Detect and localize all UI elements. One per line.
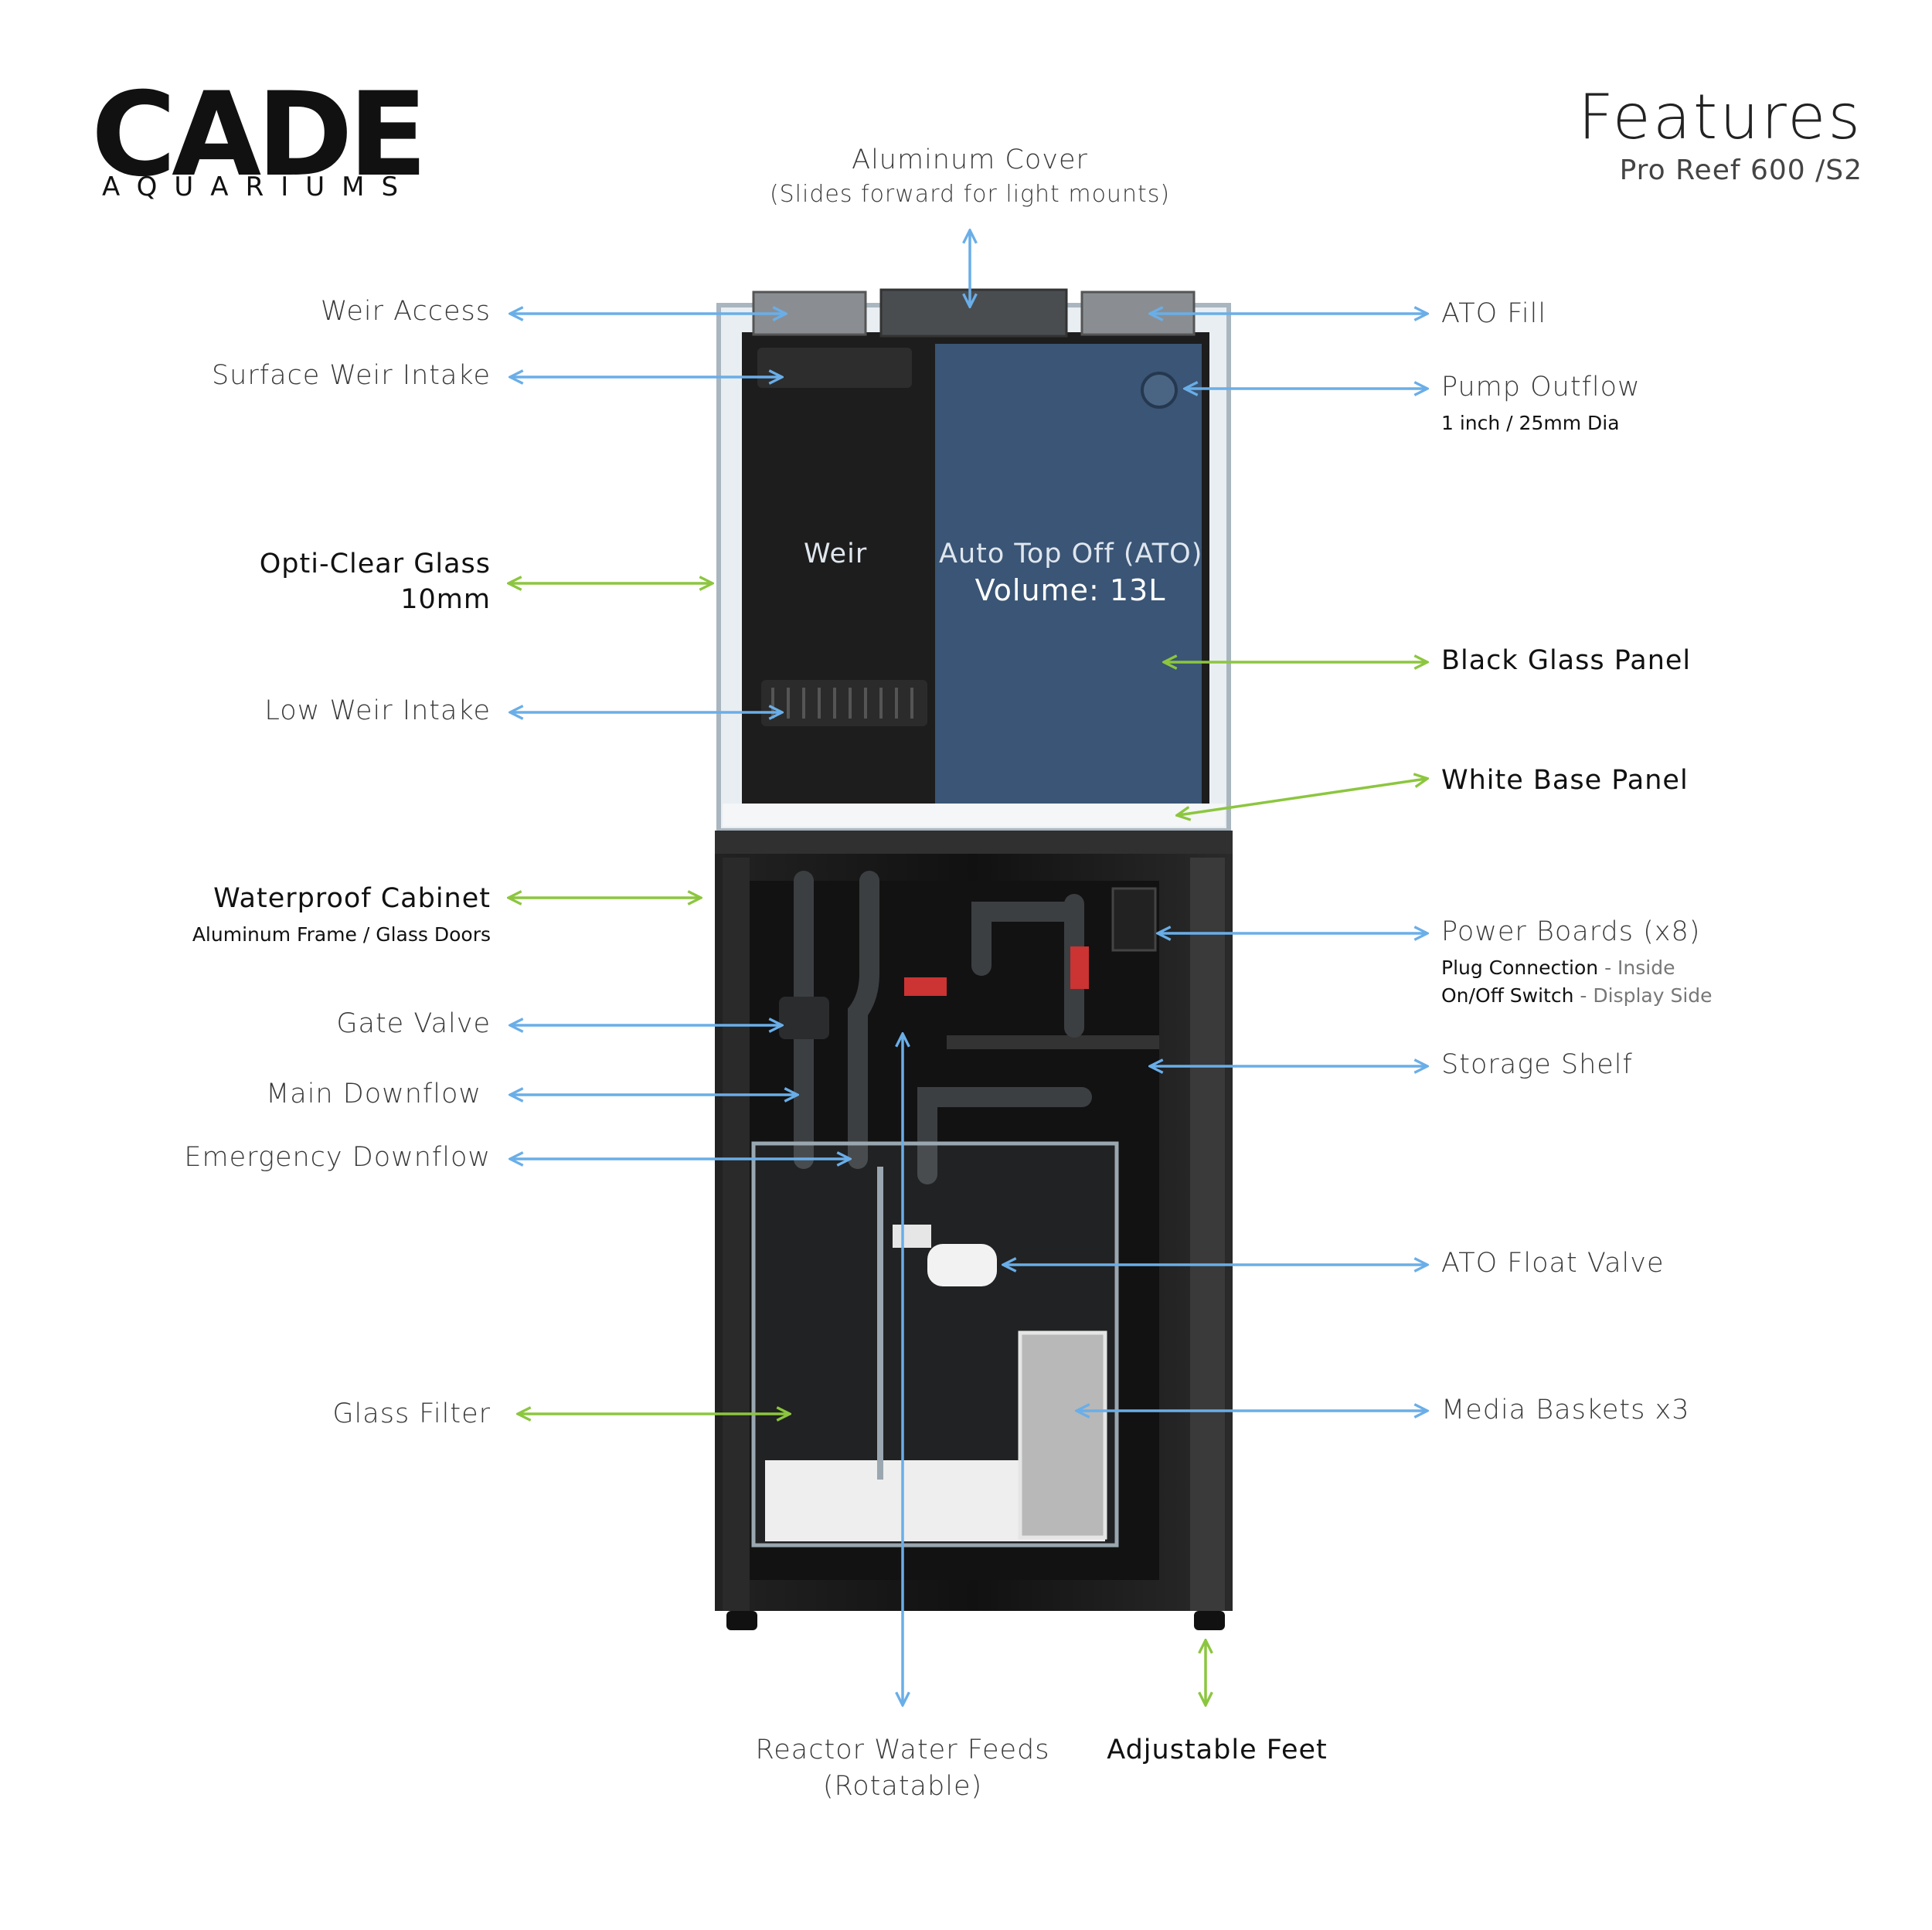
pump-outflow-label: Pump Outflow [1441,372,1641,403]
ato-chamber [935,344,1202,807]
low-weir-intake-label: Low Weir Intake [264,695,491,726]
emergency-downflow-label: Emergency Downflow [184,1142,491,1173]
page-title: Features [1578,81,1862,153]
waterproof-cabinet-label: Waterproof Cabinet [213,883,491,914]
reactor-water-feeds-note: (Rotatable) [822,1771,983,1802]
aluminum-cover-note: (Slides forward for light mounts) [769,181,1171,208]
power-boards-plug-note: Plug Connection - Inside [1441,957,1675,979]
storage-shelf-label: Storage Shelf [1441,1049,1633,1080]
aluminum-cover-label: Aluminum Cover [852,144,1088,175]
foot-right [1194,1611,1225,1630]
foot-left [726,1611,757,1630]
opti-clear-glass-thickness: 10mm [400,584,491,615]
white-base-panel [723,804,1225,827]
weir-access-label: Weir Access [320,296,491,327]
main-downflow-label: Main Downflow [266,1079,481,1109]
red-valve-left [904,977,947,996]
black-glass-panel-label: Black Glass Panel [1441,645,1692,676]
low-weir-grate [761,680,927,726]
glass-filter-label: Glass Filter [332,1398,491,1429]
cabinet [715,831,1233,1630]
waterproof-cabinet-note: Aluminum Frame / Glass Doors [192,923,491,946]
media-baskets [1018,1330,1107,1540]
page-subtitle: Pro Reef 600 /S2 [1619,155,1862,186]
red-valve-right [1070,946,1089,989]
media-baskets-label: Media Baskets x3 [1441,1395,1690,1425]
surface-weir-intake-label: Surface Weir Intake [211,360,491,391]
pump-outflow-note: 1 inch / 25mm Dia [1441,412,1620,434]
power-boards-label: Power Boards (x8) [1441,916,1701,947]
ato-fill-label: ATO Fill [1441,298,1547,329]
opti-clear-glass-label: Opti-Clear Glass [259,549,491,579]
ato-volume-label: Volume: 13L [975,573,1166,607]
power-board [1111,887,1157,952]
display-tank [716,288,1231,833]
storage-shelf [947,1035,1159,1049]
arrow-white-base [1179,779,1426,815]
reactor-water-feeds-label: Reactor Water Feeds [755,1735,1050,1765]
brand-logo: CADE [91,68,427,202]
gate-valve-label: Gate Valve [336,1008,491,1039]
ato-float [927,1244,997,1286]
weir-label: Weir [804,539,868,569]
adjustable-feet-label: Adjustable Feet [1107,1735,1328,1765]
pump-outflow-nozzle [1141,372,1178,409]
brand-tagline: AQUARIUMS [102,172,416,202]
aluminum-cover [879,288,1068,338]
gate-valve [779,997,829,1039]
ato-float-valve-label: ATO Float Valve [1441,1248,1665,1279]
surface-weir-grate [757,348,912,388]
ato-title-label: Auto Top Off (ATO) [939,539,1203,569]
power-boards-switch-note: On/Off Switch - Display Side [1441,984,1713,1007]
white-base-panel-label: White Base Panel [1441,765,1689,796]
